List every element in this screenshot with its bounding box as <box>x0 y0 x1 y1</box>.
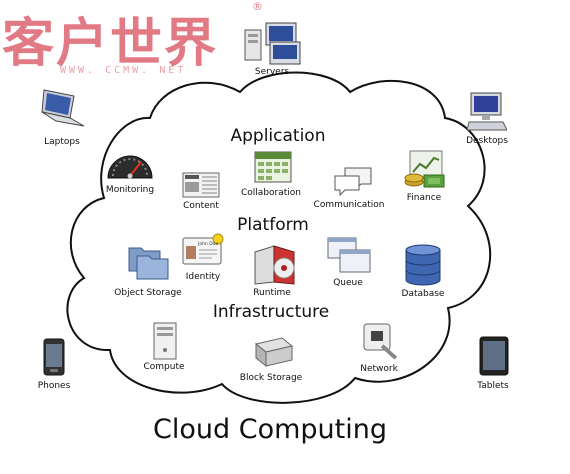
id-card-icon: John Doe <box>182 233 224 265</box>
tablet-icon <box>479 336 509 376</box>
newspaper-icon <box>182 172 220 198</box>
block-storage-label: Block Storage <box>239 373 303 383</box>
phones-label: Phones <box>37 381 71 391</box>
section-application: Application <box>230 126 326 146</box>
watermark-url: WWW. CCMW. NET <box>60 65 187 76</box>
desktop-icon <box>467 92 507 131</box>
server-tower-icon <box>153 322 177 360</box>
laptop-icon <box>41 89 85 127</box>
id-card-name: John Doe <box>197 241 218 247</box>
gauge-icon <box>107 155 153 179</box>
laptops-label: Laptops <box>44 137 80 147</box>
monitoring-label: Monitoring <box>105 185 155 195</box>
finance-label: Finance <box>406 193 442 203</box>
watermark-logo: 客户世界 <box>2 14 219 74</box>
object-storage-label: Object Storage <box>114 288 182 298</box>
servers-icon <box>244 22 301 65</box>
collaboration-label: Collaboration <box>241 188 301 198</box>
servers-label: Servers <box>254 67 290 77</box>
registered-mark: ® <box>252 0 263 13</box>
phone-icon <box>43 338 65 376</box>
tablets-label: Tablets <box>477 381 509 391</box>
section-infrastructure: Infrastructure <box>212 302 330 322</box>
content-label: Content <box>183 201 219 211</box>
runtime-box-icon <box>254 245 295 285</box>
hard-drive-icon <box>254 337 294 368</box>
communication-label: Communication <box>313 200 385 210</box>
runtime-label: Runtime <box>253 288 291 298</box>
desktops-label: Desktops <box>466 136 508 146</box>
compute-label: Compute <box>143 362 185 372</box>
network-jack-icon <box>363 323 398 360</box>
folders-icon <box>128 247 169 280</box>
diagram-title: Cloud Computing <box>153 414 387 445</box>
queue-windows-icon <box>327 237 371 273</box>
queue-label: Queue <box>333 278 363 288</box>
database-icon <box>405 244 441 286</box>
calendar-icon <box>254 151 292 183</box>
network-label: Network <box>360 364 398 374</box>
section-platform: Platform <box>237 215 309 235</box>
identity-label: Identity <box>185 272 221 282</box>
database-label: Database <box>401 289 445 299</box>
finance-chart-icon <box>404 150 445 188</box>
chat-bubbles-icon <box>334 167 372 196</box>
